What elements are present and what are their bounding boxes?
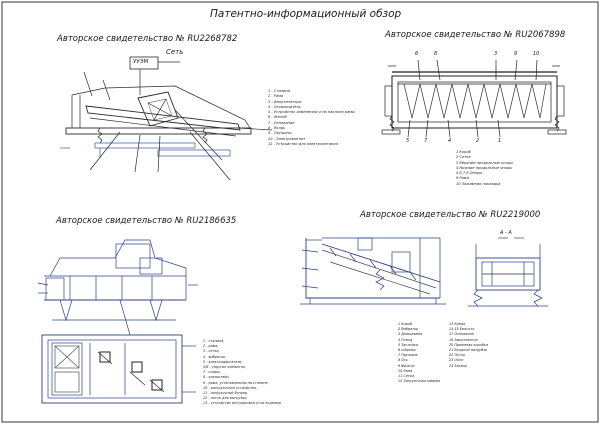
- legend-item: 9 Рама: [456, 176, 469, 181]
- legend-item: 9 Фильтр: [398, 363, 415, 368]
- sheet-title: Патентно-информационный обзор: [210, 8, 402, 20]
- legend-item: 11 - Устройство для электропитания: [268, 141, 338, 146]
- legend-item: 8 Ось: [398, 358, 408, 363]
- legend-item: 18 Амортизатор: [449, 337, 478, 342]
- section-title-ru2067898: Авторское свидетельство № RU2067898: [385, 30, 566, 40]
- legend-item: 10 - разгрузочное устройство,: [203, 385, 258, 390]
- section-title-ru2268782: Авторское свидетельство № RU2268782: [57, 34, 238, 44]
- legend-ru2067898: 1 Короб 2 Сетка 3 Верхние продольные опо…: [456, 150, 513, 187]
- legend-item: 3 - Амортизаторы: [268, 99, 302, 104]
- legend-item: 21 Входной патрубок: [449, 348, 488, 353]
- legend-item: 1 Короб: [456, 150, 471, 154]
- legend-item: 5 - Устройство изменения угла наклона ра…: [268, 110, 355, 115]
- legend-item: 1 Короб: [398, 322, 413, 326]
- legend-item: 1 - Станина: [268, 89, 290, 93]
- legend-item: 7 - Основание: [268, 120, 295, 125]
- legend-item: 2 Вибратор: [398, 327, 419, 332]
- legend-item: 9 - рама, установленная на станине,: [203, 380, 269, 385]
- legend-item: 5,6,7,8 Опоры: [456, 171, 483, 176]
- power-network-label: Сеть: [166, 48, 184, 56]
- control-unit-label: УУЭМ: [133, 59, 149, 65]
- legend-item: 8 - кронштейн,: [203, 375, 230, 380]
- legend-item: 7 - опоры,: [203, 370, 221, 375]
- callout-label: 4: [448, 138, 452, 144]
- legend-item: 13 - устройство регулировки угла подъема: [203, 401, 281, 406]
- callout-label: 1: [498, 138, 502, 144]
- legend-item: 2 - Рама: [268, 94, 284, 99]
- legend-item: 20 Приёмная коробка: [449, 342, 488, 347]
- screen-drawing-2: [381, 59, 567, 138]
- section-mark-a-a: А - А: [500, 230, 512, 236]
- callout-label: 8: [434, 51, 438, 57]
- legend-item: 5 - электродвигатель,: [203, 359, 243, 364]
- legend-item: 6 Шарнир: [398, 348, 416, 353]
- legend-item: 8 - Якорь: [268, 126, 286, 131]
- screen-drawing-1: [60, 56, 273, 181]
- callout-label: 3: [494, 51, 498, 57]
- legend-ru2268782: 1 - Станина 2 - Рама 3 - Амортизаторы 4 …: [268, 89, 355, 147]
- legend-item: 10 Рама: [398, 368, 413, 373]
- legend-item: 9 - Пружины: [268, 131, 292, 136]
- legend-item: 5/6 - упругие элементы,: [203, 365, 247, 370]
- legend-item: 10 Зажимная накладка: [456, 181, 501, 186]
- legend-item: 4 Нижние продольные опоры: [456, 165, 513, 170]
- legend-item: 4 - вибратор,: [203, 354, 227, 359]
- callout-label: 7: [424, 138, 428, 144]
- legend-item: 22 Лоток: [449, 353, 466, 358]
- legend-ru2219000-col1: 1 Короб 2 Вибратор 3 Днищевина 4 Отвод 5…: [398, 322, 440, 384]
- legend-item: 12 - лоток для выгрузки,: [203, 396, 248, 401]
- legend-ru2186635: 1 - станина, 2 - рама, 3 - сетка, 4 - ви…: [203, 339, 281, 407]
- legend-item: 1 - станина,: [203, 339, 225, 343]
- legend-item: 23 Окно: [449, 358, 464, 363]
- callout-label: 5: [406, 138, 410, 144]
- callout-label: 10: [533, 51, 540, 57]
- callout-label: 2: [476, 138, 480, 144]
- legend-item: 24 Затвор: [449, 363, 467, 368]
- callout-label: 9: [514, 51, 518, 57]
- legend-item: 14,15 Ёмкость: [449, 327, 475, 332]
- legend-item: 2 Сетка: [456, 155, 471, 160]
- legend-item: 11 - загрузочный бункер,: [203, 391, 249, 396]
- screen-drawing-3: [37, 239, 198, 404]
- legend-ru2219000-col2: 13 Канал 14,15 Ёмкость 17 Основание 18 А…: [449, 322, 488, 369]
- legend-item: 3 Верхние продольные опоры: [456, 160, 513, 165]
- legend-item: 5 Заслонка: [398, 342, 418, 347]
- legend-item: 13 Канал: [449, 322, 466, 326]
- legend-item: 7 Пружина: [398, 353, 418, 358]
- legend-item: 4 Отвод: [398, 337, 413, 342]
- callout-label: 6: [415, 51, 419, 57]
- legend-item: 6 - Желоб: [268, 115, 287, 120]
- section-title-ru2186635: Авторское свидетельство № RU2186635: [56, 216, 237, 226]
- legend-item: 3 - сетка,: [203, 349, 220, 354]
- legend-item: 12 Загрузочная камера: [398, 379, 440, 384]
- section-title-ru2219000: Авторское свидетельство № RU2219000: [360, 210, 541, 220]
- legend-item: 10 - Электромагнит: [268, 136, 306, 141]
- legend-item: 2 - рама,: [203, 344, 219, 349]
- legend-item: 3 Днищевина: [398, 332, 423, 337]
- legend-item: 17 Основание: [449, 332, 474, 337]
- screen-drawing-4: [300, 237, 548, 307]
- legend-item: 4 - Ограничитель: [268, 104, 301, 109]
- legend-item: 11 Сетка: [398, 374, 414, 379]
